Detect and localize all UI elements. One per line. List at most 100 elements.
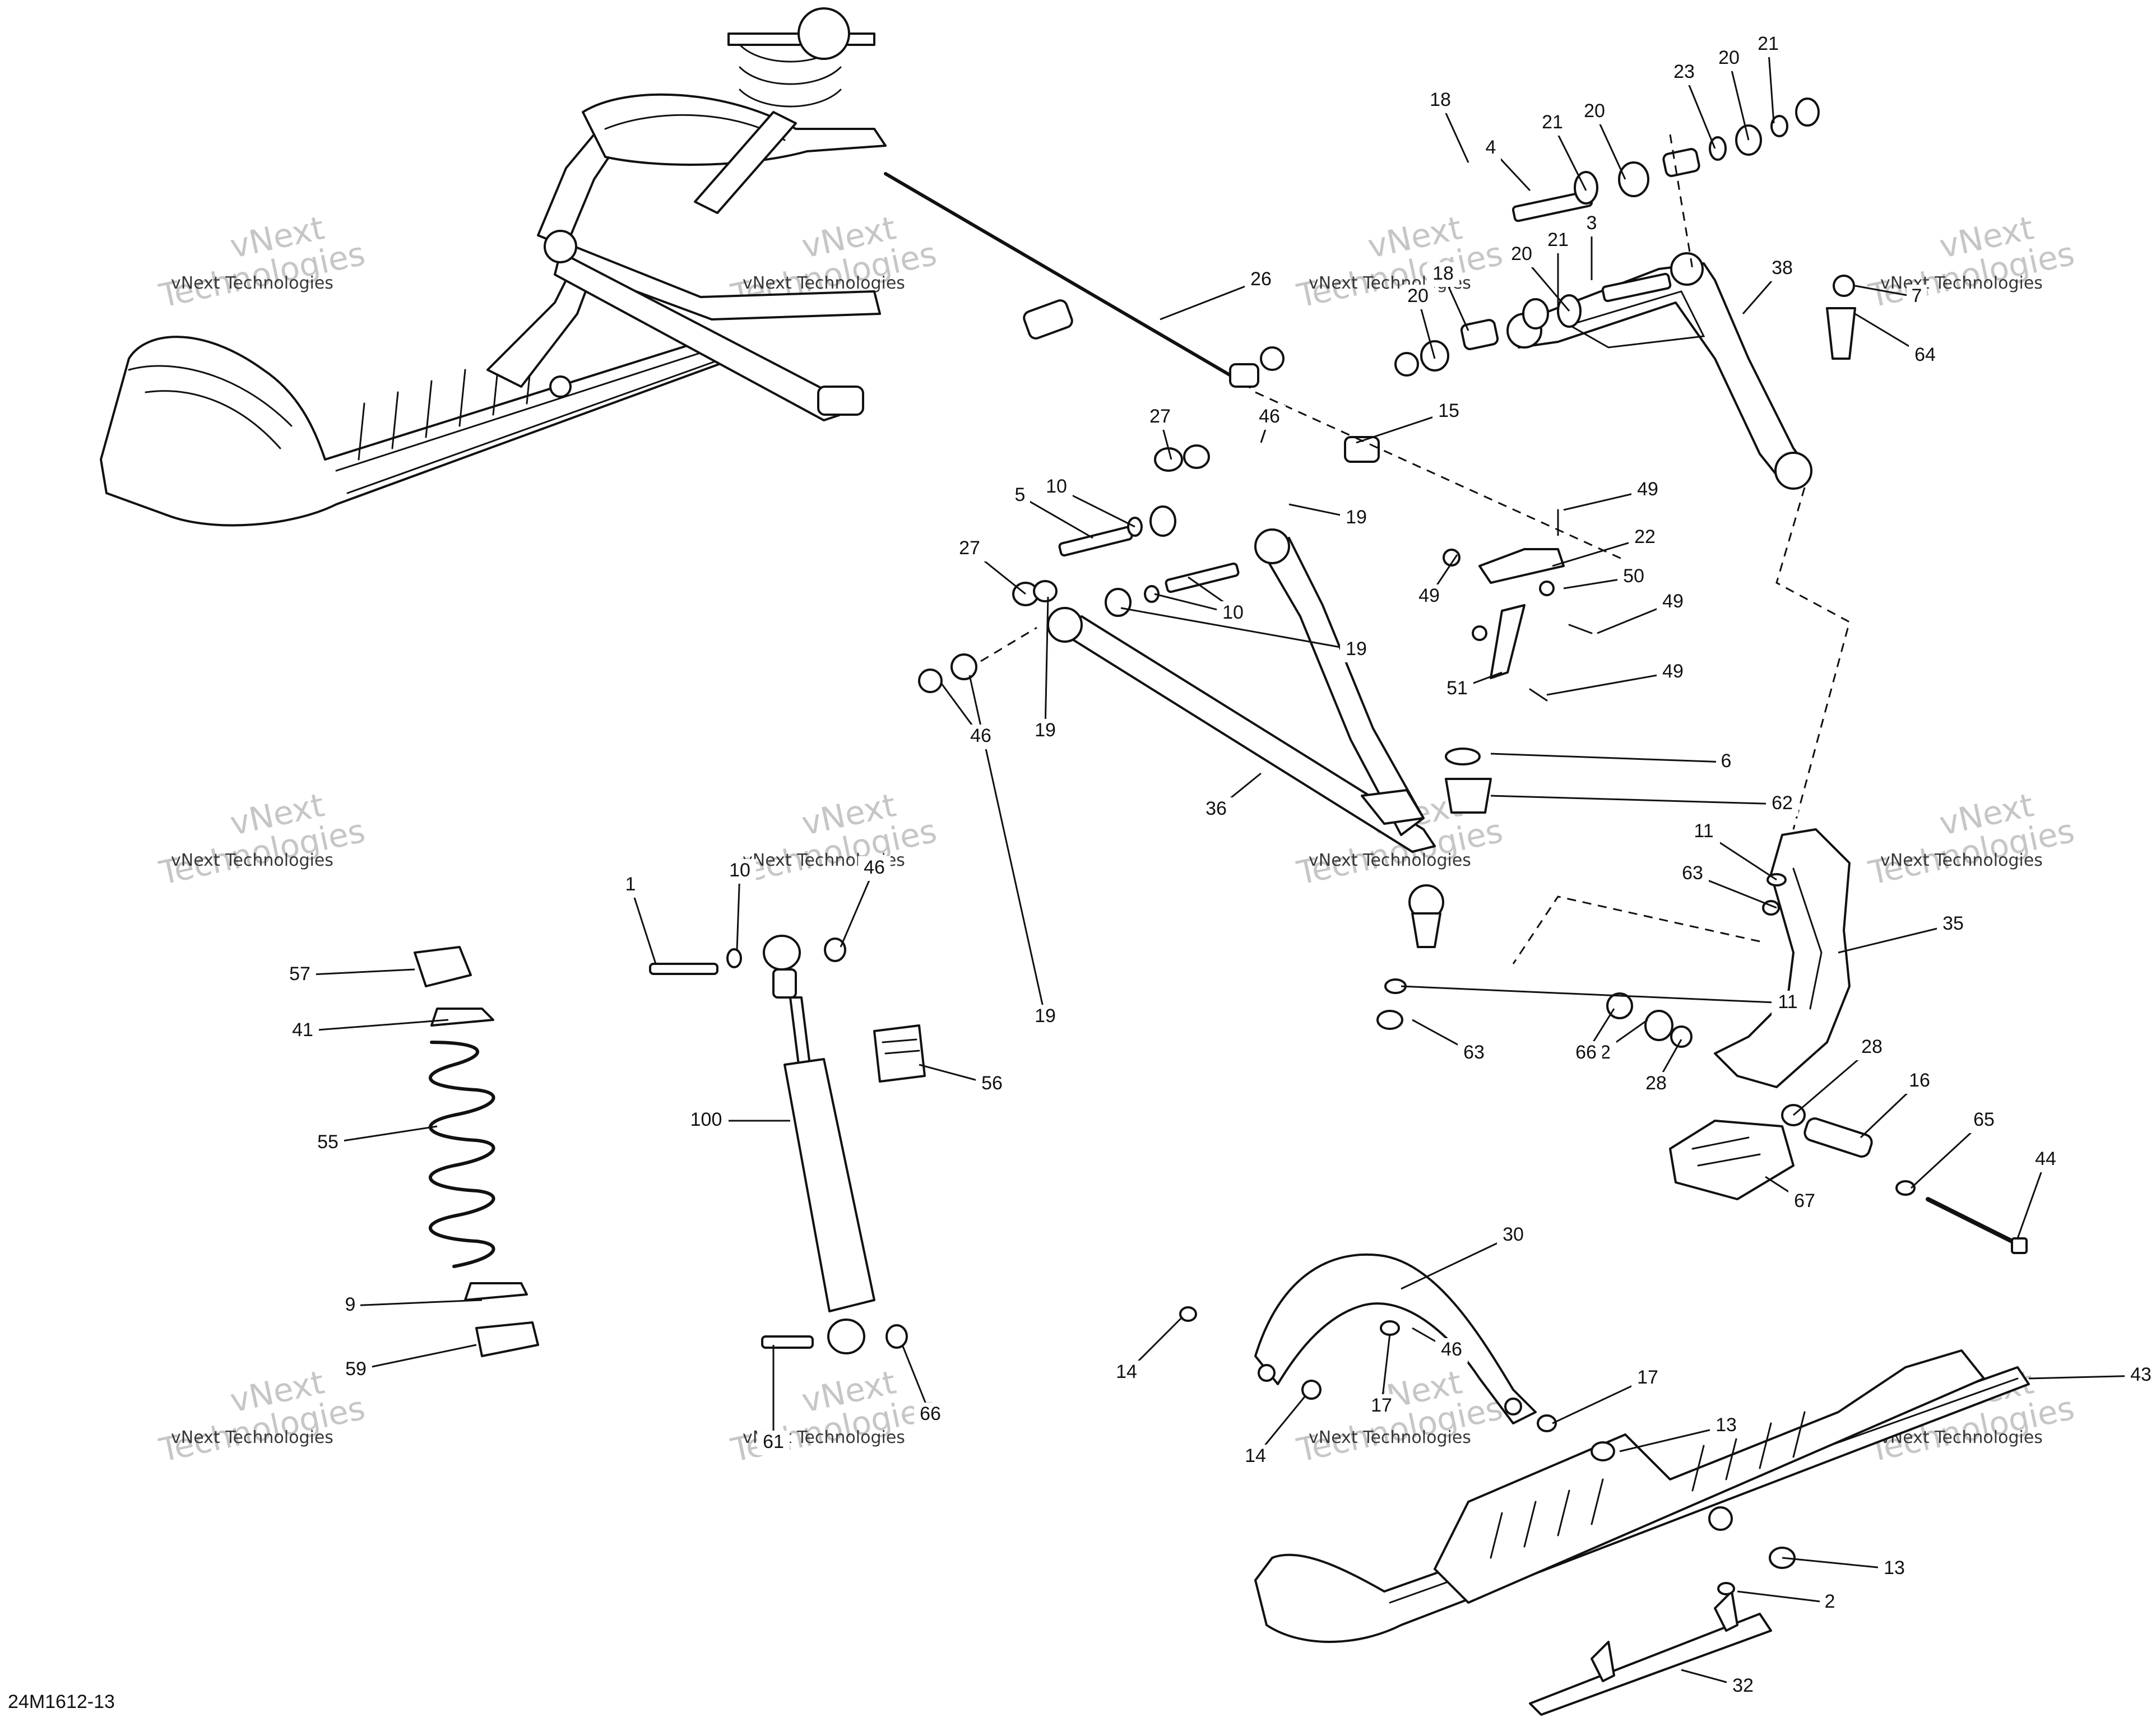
part-drawings [100,7,2030,1716]
callout-leader-62 [1490,795,1783,805]
callout-bg-14 [1239,1445,1272,1469]
callout-bg-44 [2029,1148,2062,1172]
callout-20: 20 [1511,243,1532,264]
callout-17: 17 [1371,1395,1392,1416]
callout-leader-5 [1019,495,1093,539]
callout-46: 46 [864,857,885,878]
callout-bg-20 [1578,100,1611,124]
callout-21: 21 [1542,112,1563,133]
watermark-caption: vNext Technologies [171,1428,333,1447]
callout-61: 61 [763,1431,784,1452]
spindle-group [1606,828,2028,1254]
callout-28: 28 [1861,1036,1883,1057]
callout-bg-55 [312,1131,344,1155]
callout-bg-63 [1458,1041,1490,1066]
callout-46: 46 [970,725,991,746]
callout-62: 62 [1772,792,1793,814]
callout-67: 67 [1794,1190,1815,1212]
callout-10: 10 [729,860,750,881]
callout-bg-38 [1766,257,1798,281]
callout-bg-49 [1631,478,1664,503]
callout-10: 10 [1222,602,1244,623]
callout-20: 20 [1584,100,1605,122]
callout-bg-17 [1365,1394,1398,1419]
callout-bg-22 [1629,526,1661,550]
callout-leader-20 [1728,58,1750,141]
callout-30: 30 [1503,1224,1524,1245]
callout-35: 35 [1942,913,1964,934]
callout-38: 38 [1772,257,1793,279]
callout-leader-19 [1120,607,1357,651]
callout-bg-66 [1570,1041,1602,1066]
callout-49: 49 [1637,479,1658,500]
callout-32: 32 [1732,1675,1754,1696]
callout-44: 44 [2035,1148,2056,1169]
assembled-front-suspension [100,7,1251,527]
callout-3: 3 [1587,212,1597,234]
callout-19: 19 [1035,1005,1056,1027]
callout-19: 19 [1346,638,1367,660]
callout-49: 49 [1662,661,1684,682]
callout-22: 22 [1634,526,1656,547]
callout-bg-21 [1542,229,1574,253]
callout-63: 63 [1463,1042,1485,1063]
callout-4: 4 [1486,137,1496,158]
callout-100: 100 [690,1109,722,1130]
callout-26: 26 [1250,268,1272,290]
callout-bg-20 [1505,243,1538,267]
callout-27: 27 [1149,406,1171,427]
callout-bg-49 [1657,590,1689,615]
callout-bg-19 [1340,638,1373,662]
callout-bg-46 [1253,405,1286,430]
callout-66: 66 [920,1403,941,1424]
callout-bg-14 [1110,1361,1143,1385]
callout-bg-21 [1536,111,1569,136]
callout-5: 5 [1015,484,1026,505]
callout-55: 55 [317,1131,339,1153]
callout-11: 11 [1778,991,1797,1013]
callout-20: 20 [1407,285,1429,307]
callout-13: 13 [1715,1414,1737,1436]
callout-2: 2 [1825,1591,1835,1612]
watermark-caption: vNext Technologies [1309,1428,1471,1447]
callout-leader-26 [1160,279,1262,321]
callout-bg-35 [1937,912,1969,937]
callout-leader-1 [629,885,657,964]
callout-bg-17 [1631,1366,1664,1391]
callout-36: 36 [1205,798,1227,819]
callout-27: 27 [959,537,980,559]
callout-bg-13 [1710,1414,1742,1438]
callout-leader-11 [1401,985,1788,1004]
callout-46: 46 [1441,1339,1462,1360]
callout-leader-13 [1782,1557,1895,1570]
upper-a-arm-group [1344,98,1856,490]
callout-28: 28 [1645,1073,1667,1094]
callout-bg-64 [1909,344,1941,368]
callout-bg-9 [340,1293,360,1318]
callout-leader-59 [355,1344,477,1371]
callout-bg-59 [340,1358,372,1382]
callout-19: 19 [1346,507,1367,528]
assembly-dashed-lines [980,134,1851,964]
callout-43: 43 [2130,1364,2152,1385]
callout-bg-46 [858,856,891,881]
callout-leader-49 [1546,671,1673,696]
callout-21: 21 [1547,229,1569,250]
callout-bg-28 [1640,1072,1672,1097]
callout-bg-5 [1010,484,1030,508]
callout-9: 9 [345,1294,356,1315]
callout-10: 10 [1046,476,1067,497]
callout-7: 7 [1912,285,1922,307]
loose-hardware [1179,1306,1796,1595]
callout-bg-3 [1582,212,1602,236]
callout-bg-26 [1245,268,1277,293]
callout-bg-63 [1676,862,1709,886]
callout-bg-100 [684,1108,729,1133]
callout-bg-10 [1040,475,1073,500]
callout-16: 16 [1909,1070,1930,1091]
